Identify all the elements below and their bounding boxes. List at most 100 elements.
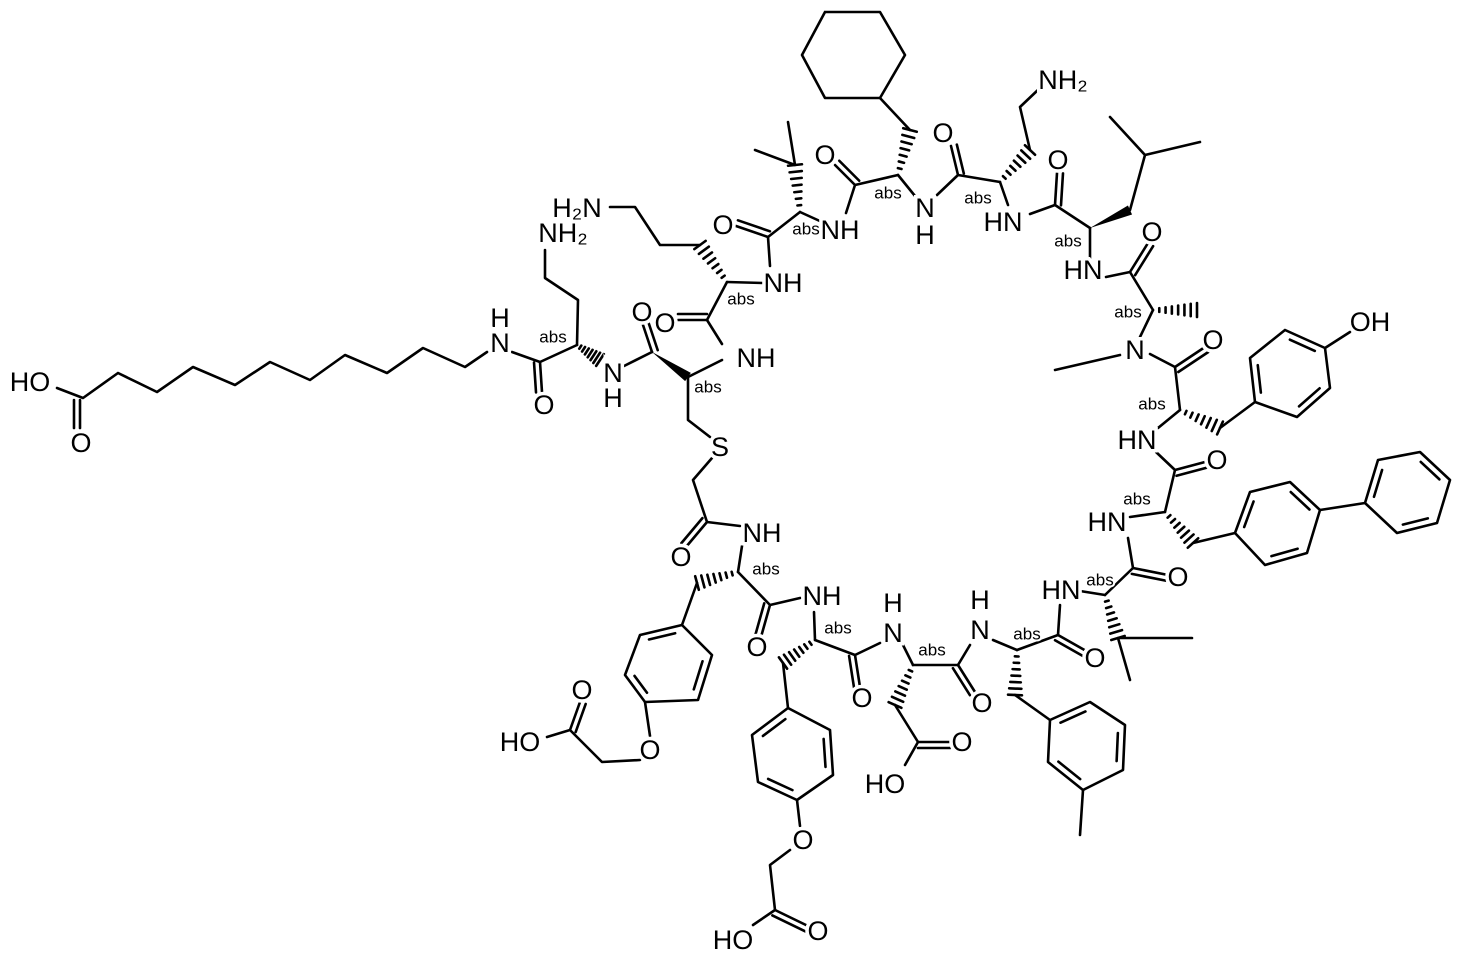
hydroxyl-label: HO: [713, 925, 754, 955]
single-bond: [1320, 503, 1365, 510]
hashed-bond: [1110, 630, 1122, 634]
hashed-bond: [713, 574, 715, 583]
single-bond: [937, 175, 958, 195]
single-bond: [707, 320, 722, 344]
amide-nh-label: NH: [737, 343, 776, 373]
aromatic-double-bond: [1058, 762, 1080, 779]
aromatic-double-bond: [1258, 365, 1261, 392]
hashed-bond: [703, 252, 712, 258]
amide-nh-label: NH: [803, 581, 842, 611]
aromatic-double-bond: [1117, 733, 1118, 761]
single-bond: [682, 583, 697, 625]
nitrogen-label: N: [915, 193, 935, 223]
single-bond: [1220, 402, 1255, 428]
hashed-bond: [905, 675, 910, 677]
hashed-bond: [722, 276, 725, 278]
cyclohexane-ring: [802, 12, 905, 98]
oxygen-label: O: [654, 308, 675, 338]
aromatic-double-bond: [1291, 492, 1310, 509]
hashed-bond: [1185, 411, 1187, 414]
single-bond: [1020, 88, 1040, 150]
single-bond: [958, 175, 1000, 182]
amide-nh-label: HN: [1064, 255, 1103, 285]
aromatic-ring: [1365, 452, 1450, 533]
single-bond: [770, 598, 800, 605]
hashed-bond: [1007, 171, 1011, 175]
single-bond: [903, 645, 913, 665]
double-bond: [1055, 173, 1057, 205]
oxygen-label: O: [533, 390, 554, 420]
oxygen-label: O: [807, 916, 828, 946]
oxygen-label: O: [971, 688, 992, 718]
single-bond: [688, 360, 722, 377]
sulfur-label: S: [711, 432, 729, 462]
hashed-bond: [708, 258, 715, 263]
double-bond: [540, 362, 542, 392]
hashed-bond: [789, 652, 795, 661]
hashed-bond: [902, 135, 914, 138]
hashed-bond: [902, 681, 909, 684]
hashed-bond: [732, 572, 733, 576]
hashed-bond: [892, 697, 903, 702]
stereo-label: abs: [1123, 490, 1150, 509]
hashed-bond: [1018, 156, 1026, 163]
hashed-bond: [899, 161, 904, 162]
hashed-bond: [1109, 624, 1119, 627]
aromatic-ring: [1048, 702, 1125, 790]
aromatic-double-bond: [649, 633, 675, 639]
amide-nh-label: NH: [821, 215, 860, 245]
hashed-bond: [901, 141, 911, 144]
stereo-label: abs: [824, 619, 851, 638]
single-bond: [1325, 332, 1350, 348]
single-bond: [693, 458, 712, 522]
stereo-label: abs: [792, 220, 819, 239]
aromatic-double-bond: [824, 739, 826, 767]
single-bond: [1030, 205, 1055, 214]
hashed-bond: [1168, 515, 1171, 517]
oxygen-label: O: [1167, 562, 1188, 592]
oxygen-label: O: [70, 428, 91, 458]
hashed-bond: [713, 264, 719, 268]
stereo-label: abs: [874, 184, 901, 203]
hashed-bond: [1212, 420, 1217, 431]
single-bond: [1128, 538, 1133, 568]
aromatic-double-bond: [1421, 462, 1440, 479]
bonds: [57, 12, 1450, 931]
hashed-bond: [1178, 527, 1185, 533]
single-bond: [855, 643, 880, 655]
hashed-bond: [809, 642, 811, 645]
aromatic-double-bond: [1403, 518, 1428, 524]
hydroxyl-label: HO: [500, 727, 541, 757]
single-bond: [815, 640, 855, 655]
hashed-bond: [585, 348, 589, 354]
aromatic-double-bond: [1374, 470, 1382, 497]
wedge-bond: [1090, 205, 1132, 228]
oxygen-label: O: [792, 825, 813, 855]
hashed-bond: [1021, 150, 1030, 158]
hashed-bond: [726, 573, 727, 578]
hydrogen-label: H: [603, 383, 623, 413]
hashed-bond: [579, 346, 581, 349]
hashed-bond: [793, 185, 802, 186]
hashed-bond: [1171, 519, 1175, 523]
single-bond: [958, 645, 970, 665]
single-bond: [755, 122, 795, 165]
hashed-bond: [1106, 607, 1111, 609]
hashed-bond: [1190, 413, 1192, 418]
single-bond: [57, 348, 487, 398]
aromatic-double-bond: [1299, 388, 1320, 406]
hashed-bond: [717, 270, 721, 273]
single-bond: [1165, 470, 1175, 512]
oxygen-label: O: [1202, 325, 1223, 355]
hashed-bond: [1009, 688, 1021, 689]
stereo-label: abs: [964, 189, 991, 208]
single-bond: [768, 237, 770, 266]
single-bond: [512, 352, 540, 362]
stereo-label: abs: [918, 641, 945, 660]
single-bond: [1130, 512, 1165, 517]
hashed-bond: [1014, 161, 1020, 167]
single-bond: [1080, 790, 1083, 835]
hashed-bond: [720, 573, 722, 580]
oxygen-label: O: [712, 210, 733, 240]
